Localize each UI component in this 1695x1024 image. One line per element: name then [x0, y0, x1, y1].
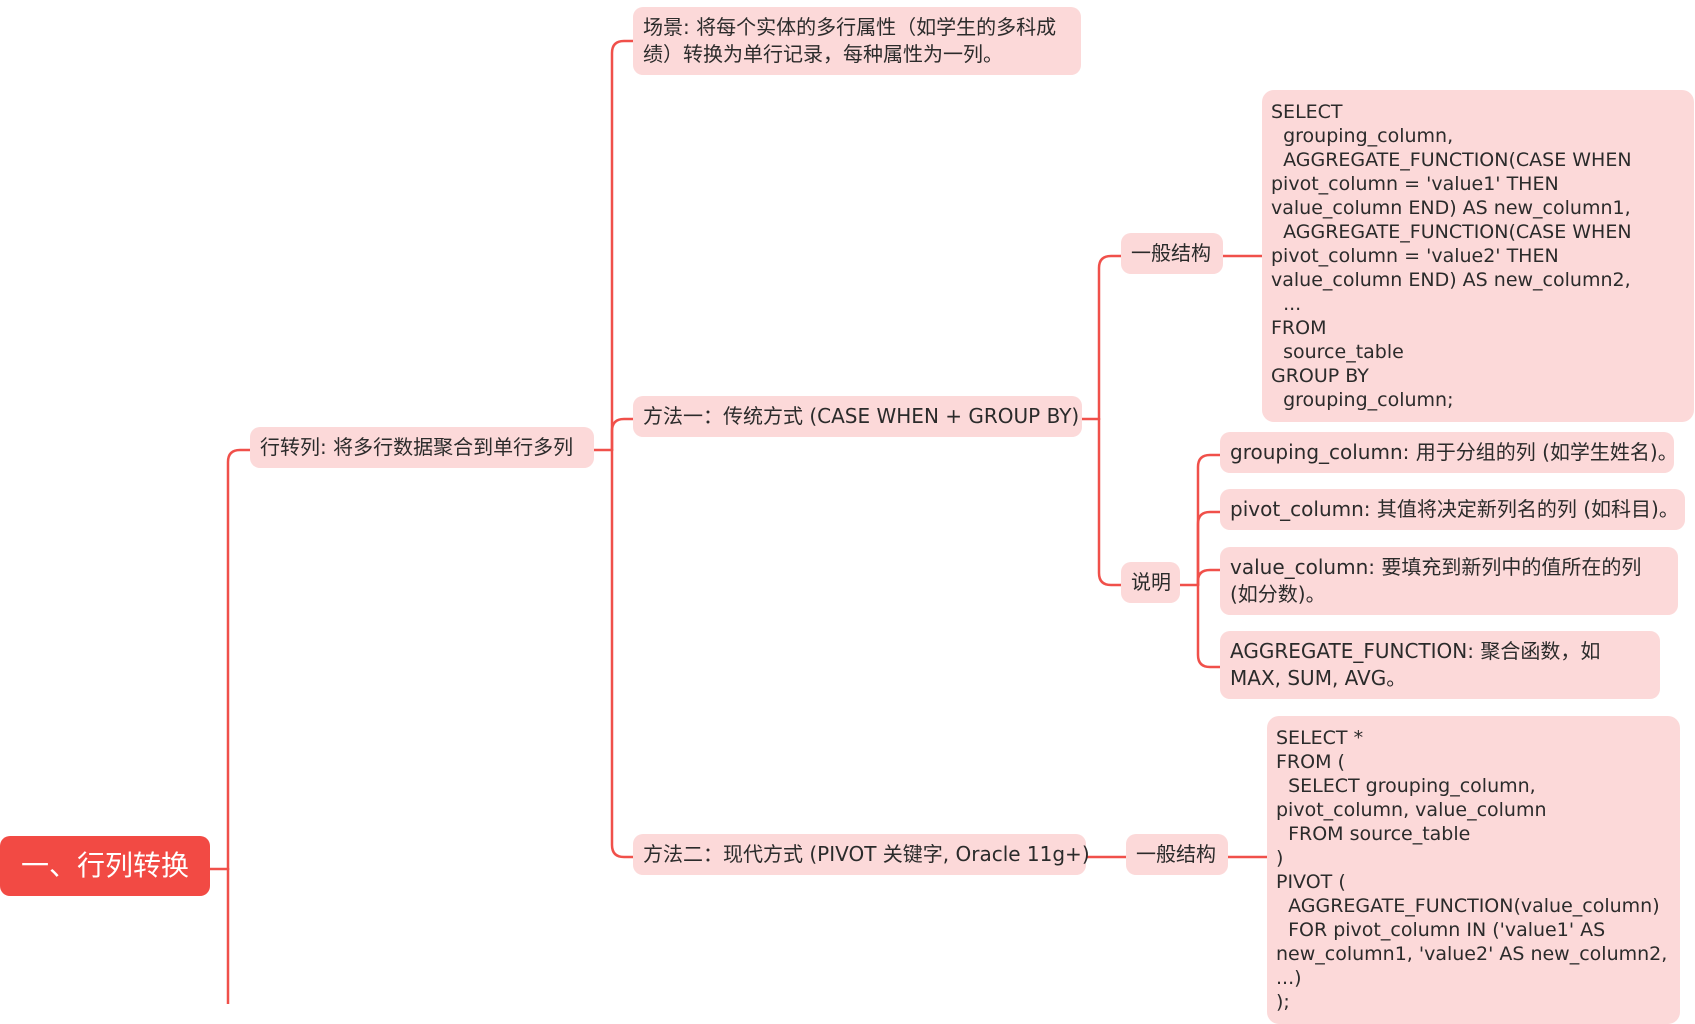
- note-pivot-column[interactable]: pivot_column: 其值将决定新列名的列 (如科目)。: [1220, 489, 1685, 530]
- connector-to-note-3: [1196, 568, 1222, 587]
- method1-notes-node[interactable]: 说明: [1121, 562, 1180, 603]
- connector-to-method1: [610, 417, 635, 452]
- scenario-node[interactable]: 场景: 将每个实体的多行属性（如学生的多科成绩）转换为单行记录，每种属性为一列。: [633, 7, 1081, 75]
- root-node[interactable]: 一、行列转换: [0, 836, 210, 896]
- connector-to-note-2: [1196, 510, 1222, 587]
- connector-to-m1-structure: [1097, 254, 1123, 421]
- connector-root-to-row-to-col: [226, 448, 252, 871]
- connector-to-scenario: [610, 39, 635, 452]
- method2-structure-node[interactable]: 一般结构: [1126, 834, 1228, 875]
- connector-to-note-4: [1196, 583, 1222, 669]
- method1-structure-code[interactable]: SELECT grouping_column, AGGREGATE_FUNCTI…: [1262, 90, 1694, 422]
- note-value-column[interactable]: value_column: 要填充到新列中的值所在的列 (如分数)。: [1220, 547, 1678, 615]
- connector-to-note-1: [1196, 453, 1222, 587]
- row-to-col-node[interactable]: 行转列: 将多行数据聚合到单行多列: [250, 427, 594, 468]
- note-grouping-column[interactable]: grouping_column: 用于分组的列 (如学生姓名)。: [1220, 432, 1678, 473]
- connector-to-m1-notes: [1097, 417, 1123, 587]
- method1-node[interactable]: 方法一：传统方式 (CASE WHEN + GROUP BY): [633, 396, 1082, 437]
- method2-node[interactable]: 方法二：现代方式 (PIVOT 关键字, Oracle 11g+): [633, 834, 1090, 875]
- method2-structure-code[interactable]: SELECT * FROM ( SELECT grouping_column, …: [1267, 716, 1680, 1024]
- note-aggregate-function[interactable]: AGGREGATE_FUNCTION: 聚合函数，如 MAX, SUM, AVG…: [1220, 631, 1660, 699]
- connector-to-method2: [610, 448, 635, 859]
- method1-structure-node[interactable]: 一般结构: [1121, 233, 1223, 274]
